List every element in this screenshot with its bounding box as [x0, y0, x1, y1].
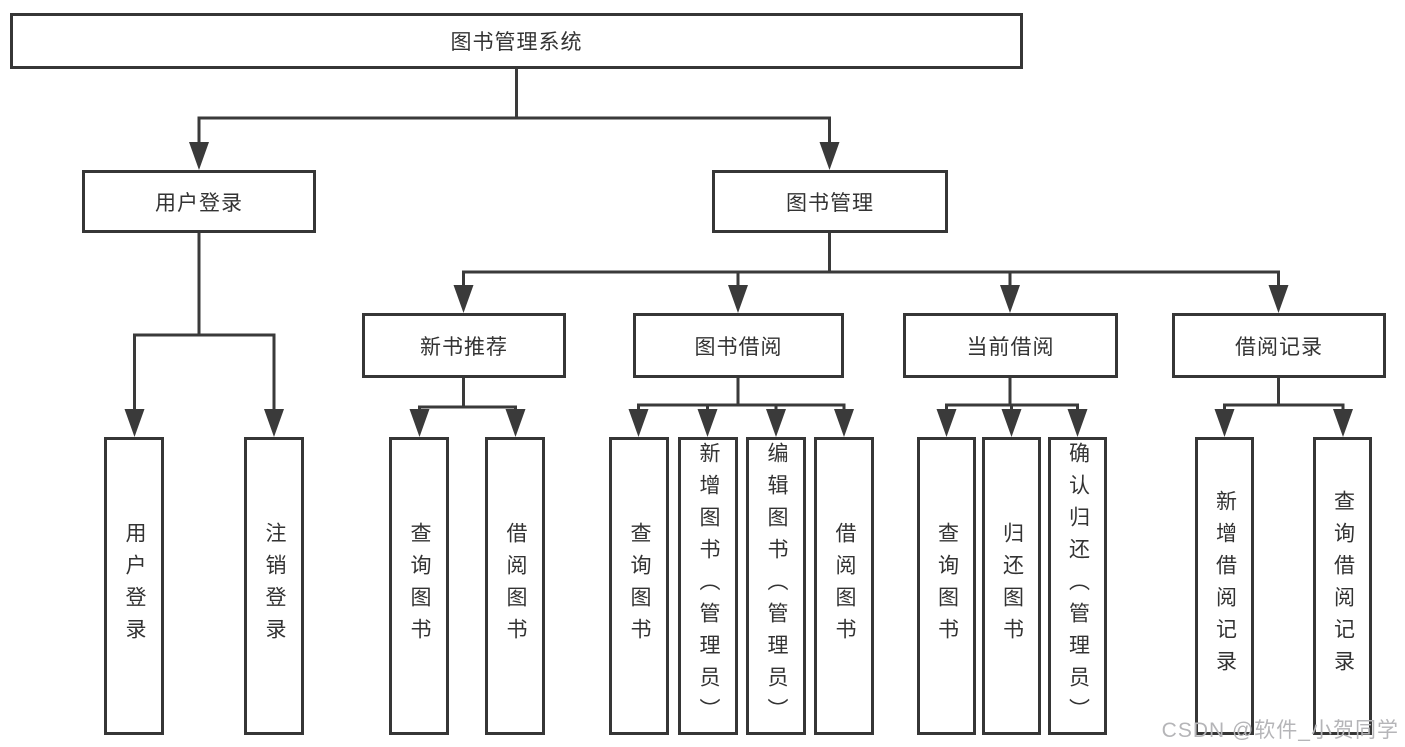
- node-label: 借阅记录: [1235, 335, 1323, 359]
- node-library-management-system: 图书管理系统: [10, 13, 1023, 69]
- node-current-borrowing: 当前借阅: [903, 313, 1118, 378]
- node-edit-books-admin: 编辑图书（管理员）: [746, 437, 806, 735]
- node-new-book-recommend: 新书推荐: [362, 313, 566, 378]
- node-logout: 注销登录: [244, 437, 304, 735]
- node-label: 用户登录: [155, 191, 243, 215]
- node-label: 当前借阅: [966, 335, 1055, 359]
- node-query-borrow-record: 查询借阅记录: [1313, 437, 1372, 735]
- node-label: 确认归还（管理员）: [1066, 442, 1090, 730]
- node-label: 归还图书: [1000, 522, 1024, 650]
- node-book-borrowing: 图书借阅: [633, 313, 844, 378]
- node-borrowing-records: 借阅记录: [1172, 313, 1386, 378]
- node-return-books: 归还图书: [982, 437, 1041, 735]
- node-label: 查询图书: [628, 522, 651, 650]
- node-borrow-books-1: 借阅图书: [485, 437, 545, 735]
- node-label: 借阅图书: [504, 522, 527, 650]
- node-confirm-return-admin: 确认归还（管理员）: [1048, 437, 1107, 735]
- node-label: 新增图书（管理员）: [697, 442, 720, 730]
- node-add-borrow-record: 新增借阅记录: [1195, 437, 1254, 735]
- node-label: 借阅图书: [833, 522, 856, 650]
- node-book-management: 图书管理: [712, 170, 948, 233]
- node-label: 新书推荐: [420, 335, 508, 359]
- node-borrow-books-2: 借阅图书: [814, 437, 874, 735]
- csdn-watermark: CSDN @软件_小贺同学: [1161, 719, 1399, 742]
- node-label: 图书管理: [786, 191, 874, 215]
- node-label: 编辑图书（管理员）: [765, 442, 788, 730]
- node-label: 查询图书: [935, 522, 959, 650]
- node-label: 图书管理系统: [450, 31, 583, 54]
- node-label: 注销登录: [263, 522, 286, 650]
- node-label: 查询图书: [408, 522, 431, 650]
- node-label: 查询借阅记录: [1331, 490, 1355, 682]
- node-user-login: 用户登录: [82, 170, 316, 233]
- node-label: 新增借阅记录: [1213, 490, 1237, 682]
- node-query-books-3: 查询图书: [917, 437, 976, 735]
- node-add-books-admin: 新增图书（管理员）: [678, 437, 738, 735]
- node-query-books-2: 查询图书: [609, 437, 669, 735]
- node-user-login-leaf: 用户登录: [104, 437, 164, 735]
- node-query-books-1: 查询图书: [389, 437, 449, 735]
- node-label: 图书借阅: [694, 335, 783, 359]
- node-label: 用户登录: [123, 522, 146, 650]
